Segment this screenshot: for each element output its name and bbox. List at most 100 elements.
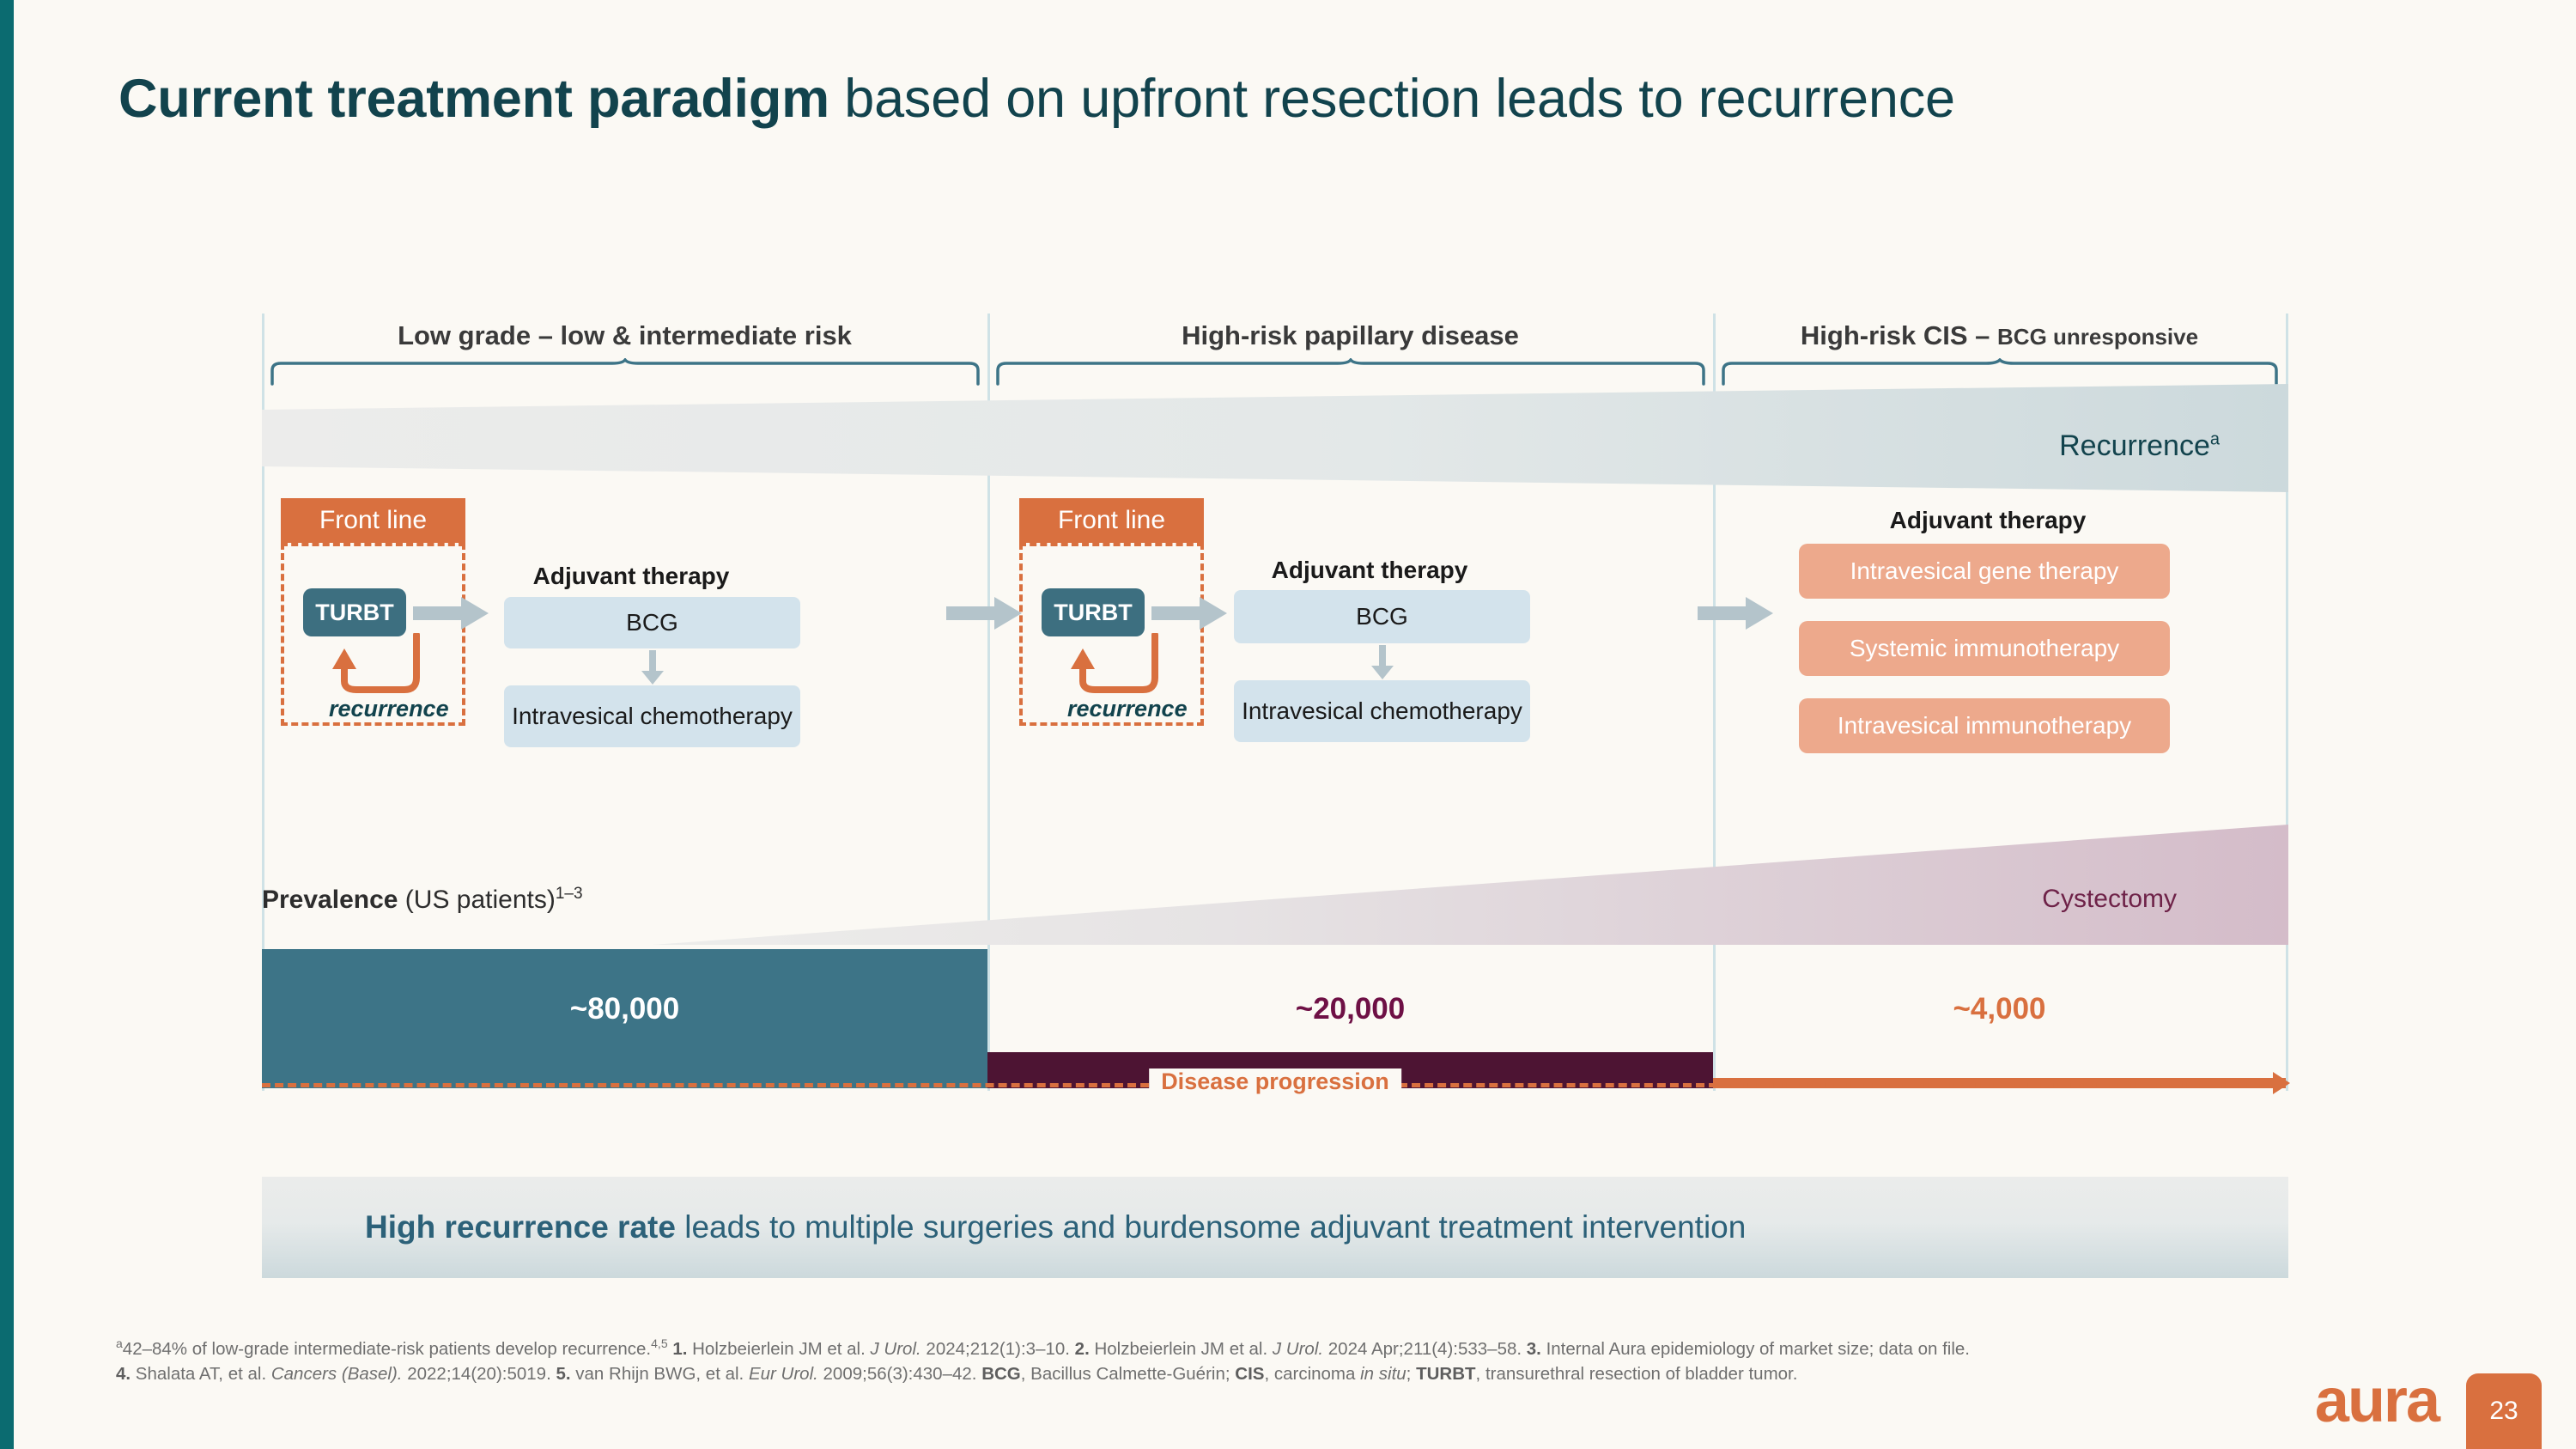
abbr-bcg: BCG bbox=[981, 1363, 1021, 1384]
therapy-box-col1-bcg: BCG bbox=[504, 597, 800, 648]
ref-2-authors: Holzbeierlein JM et al. bbox=[1089, 1338, 1273, 1359]
abbr-turbt: TURBT bbox=[1416, 1363, 1476, 1384]
recurrence-band-label: Recurrencea bbox=[2059, 429, 2220, 463]
ref-5-number: 5. bbox=[556, 1363, 571, 1384]
ref-4-journal: Cancers (Basel). bbox=[270, 1363, 403, 1384]
column-separator-2 bbox=[1713, 314, 1716, 1091]
brace-column-1 bbox=[270, 358, 980, 386]
cystectomy-wedge bbox=[653, 825, 2288, 945]
treatment-paradigm-diagram: Low grade – low & intermediate risk High… bbox=[262, 314, 2290, 1129]
adjuvant-heading-col2: Adjuvant therapy bbox=[1215, 557, 1524, 584]
adjuvant-heading-text-col3: Adjuvant therapy bbox=[1889, 507, 2087, 533]
cystectomy-band-text: Cystectomy bbox=[2042, 885, 2177, 913]
recurrence-loop-col2 bbox=[1071, 633, 1158, 693]
ref-3-text: Internal Aura epidemiology of market siz… bbox=[1540, 1338, 1970, 1359]
cystectomy-band-label: Cystectomy bbox=[2042, 885, 2177, 914]
recurrence-loop-col1 bbox=[332, 633, 420, 693]
disease-progression-label: Disease progression bbox=[1149, 1068, 1401, 1095]
flow-arrow-col3-in bbox=[1698, 597, 1773, 630]
therapy-box-col2-bcg: BCG bbox=[1234, 590, 1530, 643]
adjuvant-heading-col3: Adjuvant therapy bbox=[1799, 507, 2177, 534]
recurrence-superscript: a bbox=[2209, 429, 2220, 449]
footnote-line-2: 4. Shalata AT, et al. Cancers (Basel). 2… bbox=[116, 1361, 2194, 1386]
abbr-cis: CIS bbox=[1235, 1363, 1265, 1384]
recurrence-wedge bbox=[262, 384, 2288, 492]
brace-column-2 bbox=[996, 358, 1705, 386]
abbr-bcg-definition: , Bacillus Calmette-Guérin; bbox=[1020, 1363, 1236, 1384]
turbt-label-col1: TURBT bbox=[315, 599, 394, 625]
recurrence-loop-label-col2: recurrence bbox=[1067, 696, 1188, 722]
summary-banner: High recurrence rate leads to multiple s… bbox=[262, 1177, 2288, 1278]
ref-2-cite: 2024 Apr;211(4):533–58. bbox=[1323, 1338, 1527, 1359]
ref-2-journal: J Urol. bbox=[1272, 1338, 1324, 1359]
column-header-high-risk-papillary: High-risk papillary disease bbox=[987, 320, 1713, 351]
footnote-a-text: 42–84% of low-grade intermediate-risk pa… bbox=[122, 1338, 652, 1359]
column-separator-right bbox=[2286, 314, 2288, 1091]
therapy-box-col3-gene: Intravesical gene therapy bbox=[1799, 544, 2170, 599]
frontline-label-col1: Front line bbox=[319, 506, 428, 534]
adjuvant-heading-text-col1: Adjuvant therapy bbox=[532, 563, 730, 589]
therapy-label-col3-systemic: Systemic immunotherapy bbox=[1849, 635, 2120, 661]
footnote-marker-a: a bbox=[116, 1336, 123, 1350]
column-header-low-grade: Low grade – low & intermediate risk bbox=[262, 320, 987, 351]
column-header-high-risk-cis-sub: BCG unresponsive bbox=[1997, 324, 2199, 350]
brace-column-3 bbox=[1722, 358, 2278, 386]
column-header-high-risk-cis: High-risk CIS – BCG unresponsive bbox=[1713, 320, 2286, 351]
disease-progression-arrowhead bbox=[2273, 1072, 2290, 1094]
column-separator-left bbox=[262, 314, 264, 1091]
column-separator-1 bbox=[987, 314, 990, 1091]
prevalence-value-low-grade: ~80,000 bbox=[569, 992, 680, 1026]
abbr-cis-definition-b: ; bbox=[1406, 1363, 1417, 1384]
summary-banner-rest: leads to multiple surgeries and burdenso… bbox=[675, 1209, 1747, 1245]
prevalence-bar-low-grade bbox=[262, 949, 987, 1088]
therapy-down-arrow-col2 bbox=[1371, 645, 1394, 679]
therapy-box-col2-chemo: Intravesical chemotherapy bbox=[1234, 680, 1530, 742]
turbt-label-col2: TURBT bbox=[1054, 599, 1133, 625]
page-title-strong: Current treatment paradigm bbox=[118, 69, 829, 129]
prevalence-label-rest: (US patients) bbox=[398, 886, 556, 914]
abbr-cis-definition-italic: in situ bbox=[1360, 1363, 1406, 1384]
therapy-label-col1-bcg: BCG bbox=[626, 609, 678, 636]
frontline-header-col2: Front line bbox=[1019, 498, 1204, 543]
ref-4-number: 4. bbox=[116, 1363, 131, 1384]
therapy-label-col2-chemo: Intravesical chemotherapy bbox=[1242, 697, 1522, 725]
summary-banner-bold: High recurrence rate bbox=[365, 1209, 676, 1245]
frontline-dashed-box-col1 bbox=[281, 543, 465, 726]
adjuvant-heading-text-col2: Adjuvant therapy bbox=[1271, 557, 1468, 583]
column-header-high-risk-papillary-label: High-risk papillary disease bbox=[1182, 320, 1519, 350]
turbt-box-col1: TURBT bbox=[303, 588, 406, 636]
therapy-box-col3-intravesical: Intravesical immunotherapy bbox=[1799, 698, 2170, 753]
therapy-down-arrow-col1 bbox=[641, 650, 664, 685]
ref-1-journal: J Urol. bbox=[870, 1338, 921, 1359]
summary-banner-text: High recurrence rate leads to multiple s… bbox=[262, 1209, 1746, 1245]
recurrence-band-text: Recurrence bbox=[2059, 429, 2210, 462]
ref-1-cite: 2024;212(1):3–10. bbox=[920, 1338, 1075, 1359]
flow-arrow-col2-in bbox=[946, 597, 1022, 630]
footnotes: a42–84% of low-grade intermediate-risk p… bbox=[116, 1336, 2194, 1386]
footnote-a-refs: 4,5 bbox=[651, 1336, 668, 1350]
therapy-label-col3-gene: Intravesical gene therapy bbox=[1850, 557, 2119, 584]
frontline-label-col2: Front line bbox=[1057, 506, 1166, 534]
ref-4-authors: Shalata AT, et al. bbox=[131, 1363, 271, 1384]
prevalence-value-high-risk-cis: ~4,000 bbox=[1953, 992, 2046, 1026]
ref-2-number: 2. bbox=[1074, 1338, 1090, 1359]
recurrence-loop-label-col1: recurrence bbox=[329, 696, 449, 722]
column-header-high-risk-cis-label: High-risk CIS – bbox=[1800, 320, 1998, 350]
ref-3-number: 3. bbox=[1526, 1338, 1541, 1359]
prevalence-label-superscript: 1–3 bbox=[555, 885, 583, 903]
ref-5-journal: Eur Urol. bbox=[748, 1363, 818, 1384]
left-accent-bar bbox=[0, 0, 14, 1449]
frontline-dashed-box-col2 bbox=[1019, 543, 1204, 726]
turbt-box-col2: TURBT bbox=[1042, 588, 1145, 636]
ref-4-cite: 2022;14(20):5019. bbox=[402, 1363, 556, 1384]
therapy-box-col1-chemo: Intravesical chemotherapy bbox=[504, 685, 800, 747]
abbr-cis-definition-a: , carcinoma bbox=[1264, 1363, 1361, 1384]
aura-logo: aura bbox=[2314, 1367, 2440, 1435]
disease-progression-arrow: Disease progression bbox=[262, 1065, 2290, 1103]
prevalence-value-high-risk-papillary: ~20,000 bbox=[1295, 992, 1406, 1026]
ref-5-authors: van Rhijn BWG, et al. bbox=[570, 1363, 749, 1384]
ref-1-authors: Holzbeierlein JM et al. bbox=[687, 1338, 871, 1359]
page-number-badge: 23 bbox=[2466, 1373, 2542, 1449]
ref-1-number: 1. bbox=[672, 1338, 688, 1359]
